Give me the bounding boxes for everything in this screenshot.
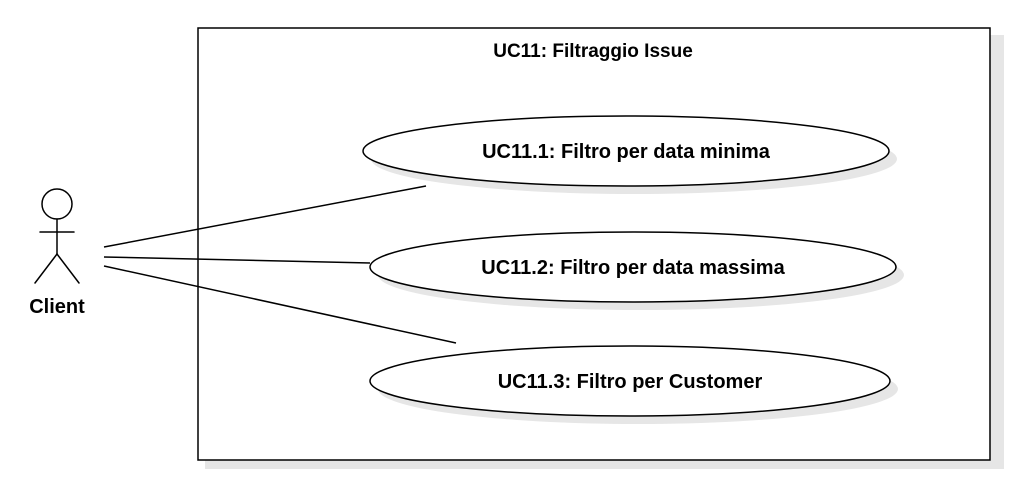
association-line-1 — [103, 185, 427, 248]
use-case-1-label: UC11.1: Filtro per data minima — [482, 141, 771, 163]
actor-label: Client — [29, 296, 85, 318]
association-line-2 — [103, 256, 371, 264]
use-case-3-ellipse[interactable] — [369, 345, 891, 417]
system-title: UC11: Filtraggio Issue — [493, 41, 693, 62]
use-case-2[interactable]: UC11.2: Filtro per data massima — [369, 231, 904, 310]
use-case-3-label: UC11.3: Filtro per Customer — [498, 371, 763, 393]
use-case-1-ellipse[interactable] — [362, 115, 890, 187]
actor-client[interactable]: Client — [29, 188, 85, 318]
actor-stick-figure-icon — [34, 188, 80, 284]
use-case-1[interactable]: UC11.1: Filtro per data minima — [362, 115, 897, 194]
use-case-2-label: UC11.2: Filtro per data massima — [481, 257, 785, 279]
association-line-3 — [103, 265, 457, 344]
use-case-3[interactable]: UC11.3: Filtro per Customer — [369, 345, 898, 424]
use-case-2-ellipse[interactable] — [369, 231, 897, 303]
